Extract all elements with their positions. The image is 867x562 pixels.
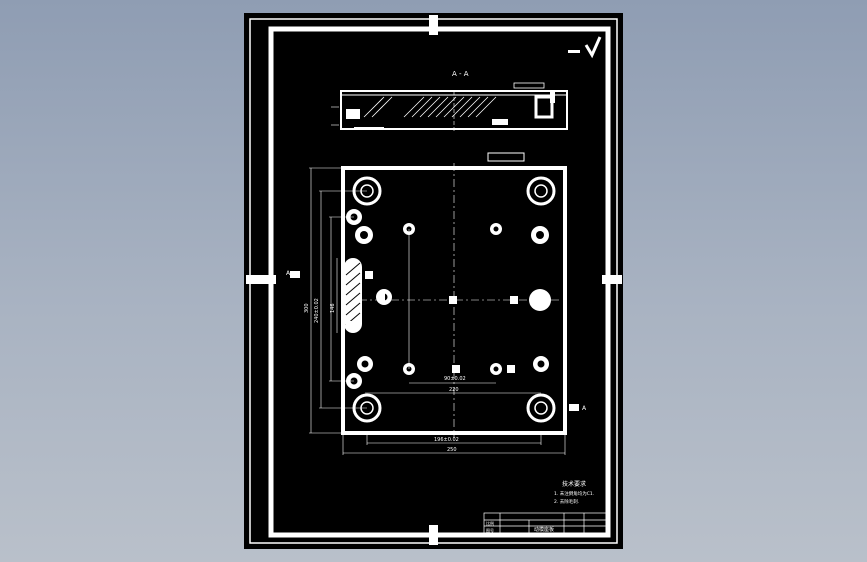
notes-title: 技术要求	[562, 480, 586, 488]
center-mark-left	[246, 275, 276, 284]
section-marker-left: A	[286, 270, 291, 277]
drawing-sheet: A - A	[244, 13, 623, 549]
notes-line-2: 2. 去除毛刺.	[554, 498, 579, 505]
title-block-center: 动模座板	[534, 526, 554, 533]
dim-side: 146	[330, 303, 336, 313]
section-marker-right: A	[582, 405, 587, 412]
center-mark-right	[602, 275, 622, 284]
plate-view	[341, 152, 567, 438]
title-block	[483, 512, 607, 534]
dim-overall-width: 250	[447, 447, 457, 453]
dim-overall-height: 300	[304, 303, 310, 313]
inner-frame	[268, 26, 611, 538]
section-arrow-right	[569, 404, 579, 411]
dim-bottom-spacing-x: 90±0.02	[444, 376, 466, 382]
title-block-row-2: 图号	[486, 527, 494, 533]
dimension-lines	[309, 167, 566, 455]
center-mark-bottom	[429, 525, 438, 545]
dim-hole-spacing-x: 196±0.02	[434, 437, 459, 443]
dim-inner-spacing-x: 220	[449, 387, 459, 393]
outer-frame	[249, 18, 618, 544]
cad-drawing: A - A	[246, 15, 622, 545]
center-mark-top	[429, 15, 438, 35]
title-block-row-1: 比例	[486, 520, 494, 526]
dim-hole-spacing-y: 240±0.02	[314, 298, 320, 323]
notes-line-1: 1. 未注倒角均为C1.	[554, 490, 594, 497]
section-arrow-left	[290, 271, 300, 278]
roughness-symbol	[568, 36, 602, 59]
section-view	[331, 82, 568, 133]
section-label: A - A	[452, 70, 469, 78]
